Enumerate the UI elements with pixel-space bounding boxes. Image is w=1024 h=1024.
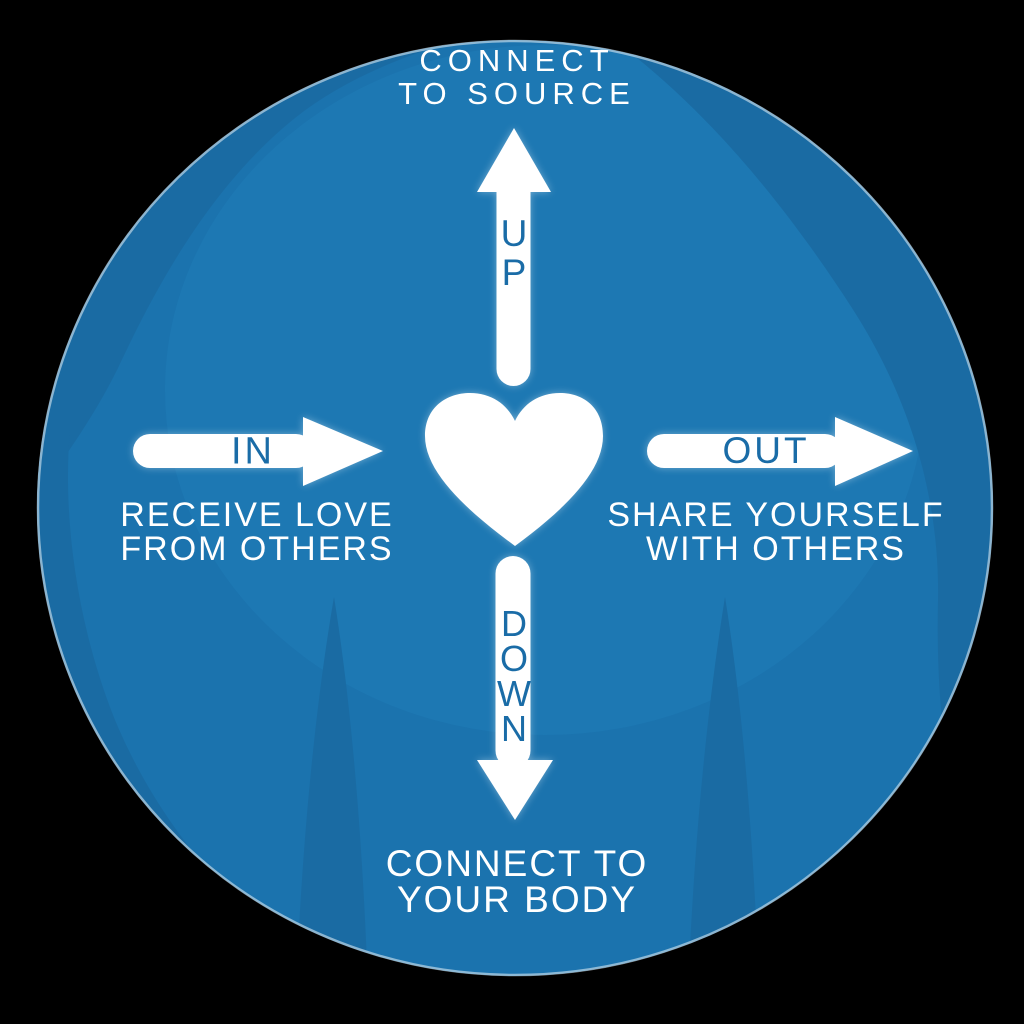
caption-down-line1: CONNECT TO xyxy=(385,843,649,884)
silhouette-top-right xyxy=(585,40,993,905)
caption-up-line1: CONNECT xyxy=(419,43,615,78)
caption-down: CONNECT TO YOUR BODY xyxy=(385,843,649,920)
caption-in-line2: FROM OTHERS xyxy=(120,530,394,568)
caption-out-line2: WITH OTHERS xyxy=(646,530,906,568)
caption-up: CONNECT TO SOURCE xyxy=(398,44,636,110)
in-arrow-icon xyxy=(133,417,383,486)
caption-up-line2: TO SOURCE xyxy=(398,76,636,111)
up-arrow-icon xyxy=(477,128,551,386)
caption-down-line2: YOUR BODY xyxy=(396,879,638,920)
down-arrow-icon xyxy=(477,556,553,820)
caption-in: RECEIVE LOVE FROM OTHERS xyxy=(120,498,393,566)
silhouette-spire-right xyxy=(688,597,759,976)
down-arrow-label: DOWN xyxy=(497,603,531,749)
up-arrow-label: UP xyxy=(500,213,528,293)
silhouette-spire-left xyxy=(296,597,368,976)
circle-rim-highlight xyxy=(36,39,994,977)
out-arrow-label: OUT xyxy=(722,430,810,471)
out-arrow-icon xyxy=(647,417,913,486)
in-arrow-label: IN xyxy=(231,430,275,473)
caption-in-line1: RECEIVE LOVE xyxy=(120,496,394,534)
caption-out: SHARE YOURSELF WITH OTHERS xyxy=(607,498,944,566)
circle-light-patch xyxy=(165,45,925,735)
heart-icon xyxy=(425,393,603,546)
caption-out-line1: SHARE YOURSELF xyxy=(607,496,945,534)
